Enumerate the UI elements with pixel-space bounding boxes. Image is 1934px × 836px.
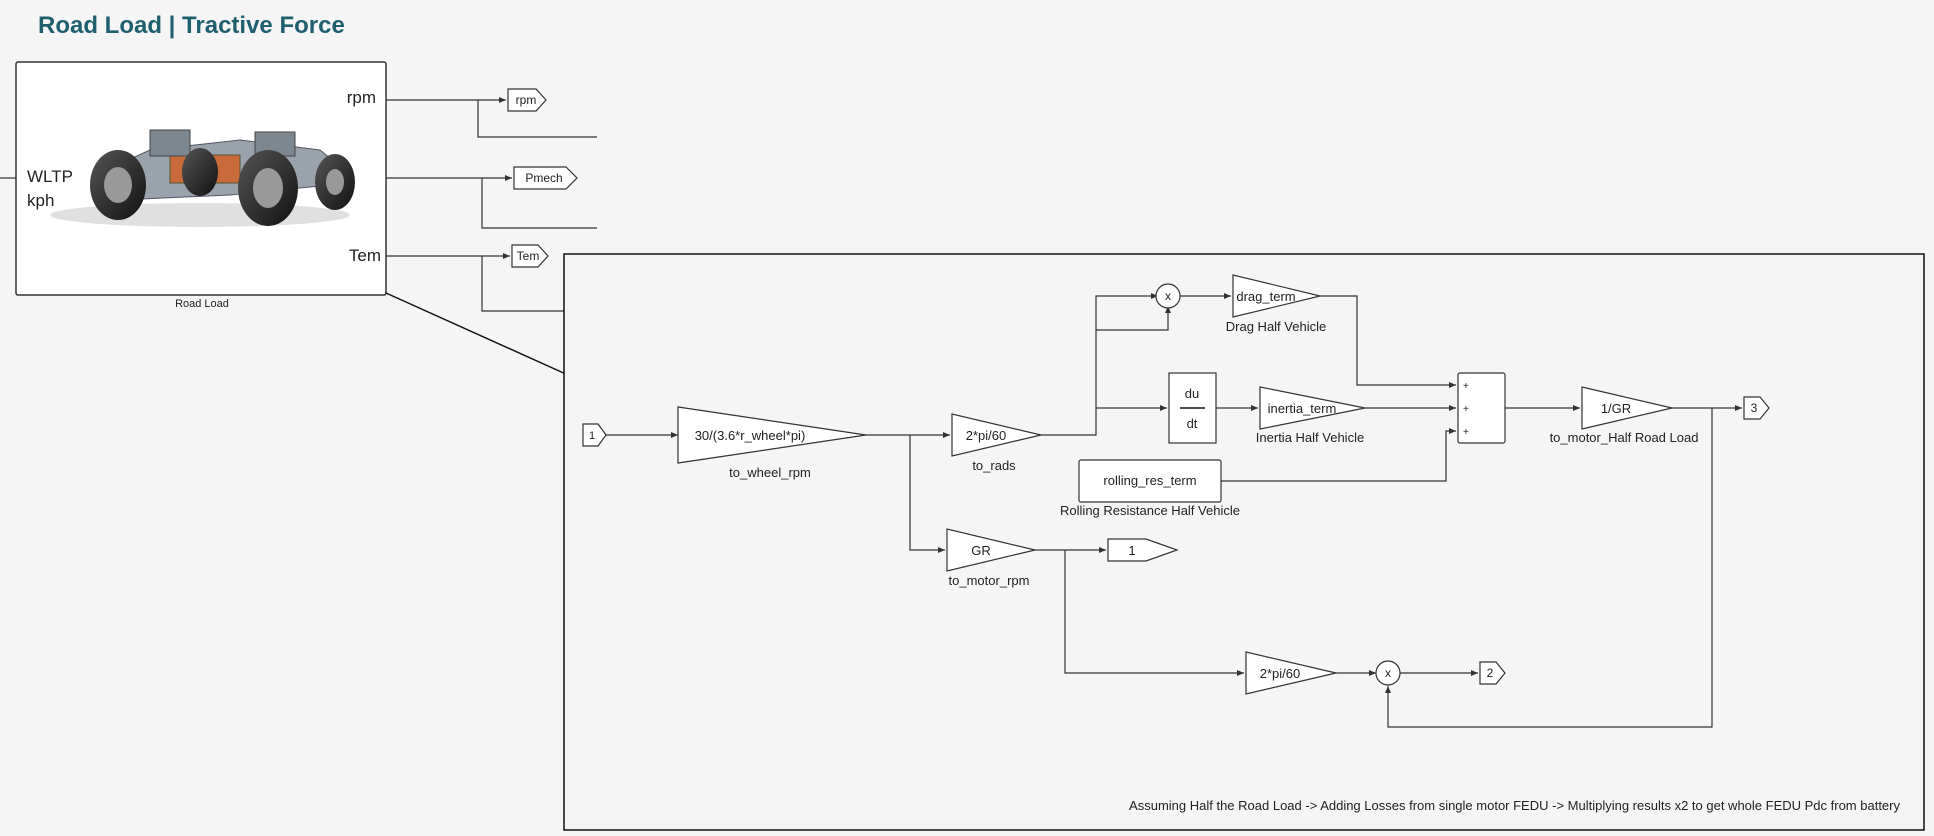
gain-inertia-term-value: inertia_term xyxy=(1268,401,1337,416)
subsystem-note: Assuming Half the Road Load -> Adding Lo… xyxy=(1129,798,1900,813)
outport-2-label: 2 xyxy=(1487,666,1494,680)
gain-to-wheel-rpm[interactable]: 30/(3.6*r_wheel*pi) xyxy=(677,406,867,464)
gain-to-rads-value: 2*pi/60 xyxy=(966,428,1006,443)
outport-3-label: 3 xyxy=(1751,401,1758,415)
gain-inertia-term-label: Inertia Half Vehicle xyxy=(1256,430,1364,445)
gain-to-motor-value: 1/GR xyxy=(1601,401,1631,416)
gain-drag-term-label: Drag Half Vehicle xyxy=(1226,319,1326,334)
outport-2[interactable]: 2 xyxy=(1479,661,1506,685)
zoom-connector-line xyxy=(385,292,569,376)
derivative-numerator: du xyxy=(1185,386,1199,401)
gain-to-rads-label: to_rads xyxy=(972,458,1016,473)
page-title: Road Load | Tractive Force xyxy=(38,12,345,39)
sum-sign-2: + xyxy=(1463,404,1469,415)
road-load-block-label: Road Load xyxy=(175,298,229,310)
sum-sign-3: + xyxy=(1463,427,1469,438)
product-power-label: x xyxy=(1385,666,1391,680)
inport-1[interactable]: 1 xyxy=(582,423,607,447)
subsystem-signal-lines xyxy=(606,293,1742,728)
inport-1-label: 1 xyxy=(589,430,595,442)
gain-to-motor-rpm-label: to_motor_rpm xyxy=(949,573,1030,588)
gain-to-motor-rpm[interactable]: GR xyxy=(946,528,1036,572)
outport-1-label: 1 xyxy=(1128,543,1135,558)
port-label-tem: Tem xyxy=(349,246,381,265)
car-chassis-image xyxy=(50,129,355,227)
product-drag-label: x xyxy=(1165,289,1171,303)
subsystem-panel xyxy=(563,253,1925,831)
gain-to-motor-half-road-load[interactable]: 1/GR xyxy=(1581,386,1673,430)
sum-sign-1: + xyxy=(1463,381,1469,392)
gain-drag-term-value: drag_term xyxy=(1236,289,1295,304)
outport-3[interactable]: 3 xyxy=(1743,396,1770,420)
gain-drag-term[interactable]: drag_term xyxy=(1232,274,1321,318)
port-label-rpm: rpm xyxy=(347,88,376,107)
constant-rolling-res-value: rolling_res_term xyxy=(1103,473,1196,488)
gain-to-wheel-rpm-value: 30/(3.6*r_wheel*pi) xyxy=(695,428,806,443)
port-label-kph: kph xyxy=(27,191,54,210)
product-drag[interactable]: x xyxy=(1155,283,1181,309)
road-load-block[interactable]: WLTP kph rpm Tem xyxy=(0,61,387,296)
gain-to-motor-rpm-value: GR xyxy=(971,543,991,558)
gain-rads-second-value: 2*pi/60 xyxy=(1260,666,1300,681)
goto-tag-rpm-label: rpm xyxy=(516,93,537,107)
product-power[interactable]: x xyxy=(1375,660,1401,686)
gain-rads-second[interactable]: 2*pi/60 xyxy=(1245,651,1337,695)
goto-tag-tem[interactable]: Tem xyxy=(511,244,549,268)
derivative-denominator: dt xyxy=(1187,416,1198,431)
gain-to-wheel-rpm-label: to_wheel_rpm xyxy=(729,465,811,480)
goto-tag-rpm[interactable]: rpm xyxy=(507,88,547,112)
goto-tag-pmech-label: Pmech xyxy=(525,171,562,185)
goto-tag-tem-label: Tem xyxy=(517,249,540,263)
constant-rolling-res[interactable]: rolling_res_term xyxy=(1078,459,1222,503)
outport-1[interactable]: 1 xyxy=(1107,538,1179,562)
goto-tag-pmech[interactable]: Pmech xyxy=(513,166,578,190)
output-signal-lines xyxy=(386,97,597,312)
gain-to-rads[interactable]: 2*pi/60 xyxy=(951,413,1042,457)
gain-to-motor-label: to_motor_Half Road Load xyxy=(1550,430,1699,445)
sum-block[interactable]: + + + xyxy=(1457,372,1506,444)
constant-rolling-res-label: Rolling Resistance Half Vehicle xyxy=(1060,503,1240,518)
port-label-wltp: WLTP xyxy=(27,167,73,186)
gain-inertia-term[interactable]: inertia_term xyxy=(1259,386,1366,430)
derivative-block[interactable]: du dt xyxy=(1168,372,1217,444)
